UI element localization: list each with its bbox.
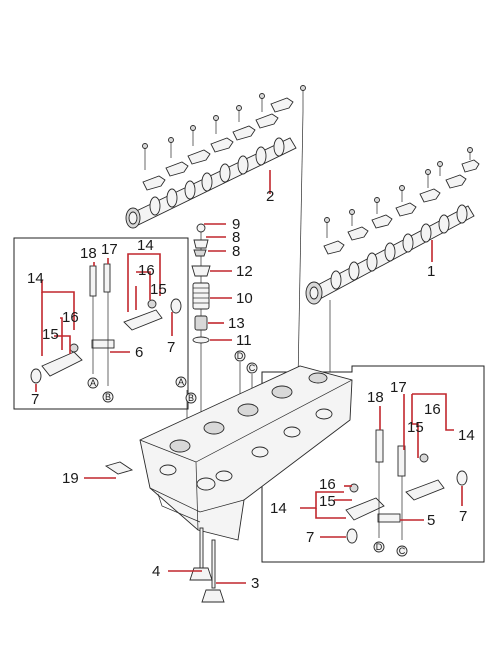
svg-text:D: D [376, 542, 383, 552]
camshaft-2 [125, 137, 297, 229]
svg-text:A: A [90, 378, 96, 388]
callout-5: 5 [427, 512, 435, 529]
marker-A2: A [175, 376, 187, 388]
marker-C1: C [246, 362, 258, 374]
left-detail-box [13, 237, 189, 410]
valve-4 [189, 527, 213, 581]
callout-15b: 15 [42, 326, 59, 343]
callout-19: 19 [62, 470, 79, 487]
callout-11: 11 [236, 332, 252, 349]
callout-17b: 17 [390, 379, 407, 396]
callout-10: 10 [236, 290, 253, 307]
marker-B1: B [102, 391, 114, 403]
callout-9: 9 [232, 216, 240, 233]
callout-1: 1 [427, 263, 435, 280]
callout-15c: 15 [407, 419, 424, 436]
callout-18b: 18 [367, 389, 384, 406]
cylinder-head [139, 365, 353, 541]
svg-text:C: C [399, 546, 406, 556]
svg-text:B: B [105, 392, 111, 402]
rocker-arm-row-upper-left [142, 85, 306, 191]
part-19-plug [104, 461, 134, 475]
callout-6: 6 [135, 344, 143, 361]
svg-text:C: C [249, 363, 256, 373]
axis-line-left [297, 111, 304, 381]
callout-16c: 16 [424, 401, 441, 418]
callout-16b: 16 [62, 309, 79, 326]
callout-14b: 14 [27, 270, 44, 287]
callout-15d: 15 [319, 493, 336, 510]
callout-13: 13 [228, 315, 245, 332]
right-box-parts [345, 429, 468, 544]
callout-7a: 7 [167, 339, 175, 356]
callout-3: 3 [251, 575, 259, 592]
callout-7d: 7 [306, 529, 314, 546]
marker-B2: B [185, 392, 197, 404]
callout-14d: 14 [270, 500, 287, 517]
svg-text:A: A [178, 377, 184, 387]
callout-16a: 16 [138, 262, 155, 279]
callout-8b: 8 [232, 243, 240, 260]
callout-4: 4 [152, 563, 160, 580]
rocker-arm-row-upper-right [323, 147, 480, 255]
valve-train-stack [191, 223, 211, 344]
callout-16d: 16 [319, 476, 336, 493]
callout-14c: 14 [458, 427, 475, 444]
callout-7c: 7 [459, 508, 467, 525]
callout-14a: 14 [137, 237, 154, 254]
callout-7b: 7 [31, 391, 39, 408]
callout-17a: 17 [101, 241, 118, 258]
marker-D2: D [373, 541, 385, 553]
svg-text:D: D [237, 351, 244, 361]
camshaft-1 [305, 204, 475, 305]
marker-C2: C [396, 545, 408, 557]
leader-lines [35, 170, 463, 584]
left-box-parts [30, 263, 182, 386]
svg-text:B: B [188, 393, 194, 403]
callout-18a: 18 [80, 245, 97, 262]
right-detail-box [261, 365, 485, 563]
callout-8a: 8 [232, 229, 240, 246]
marker-D1: D [234, 350, 246, 362]
valve-3 [201, 539, 225, 603]
callout-2: 2 [266, 188, 274, 205]
marker-A1: A [87, 377, 99, 389]
callout-12: 12 [236, 263, 253, 280]
callout-15a: 15 [150, 281, 167, 298]
